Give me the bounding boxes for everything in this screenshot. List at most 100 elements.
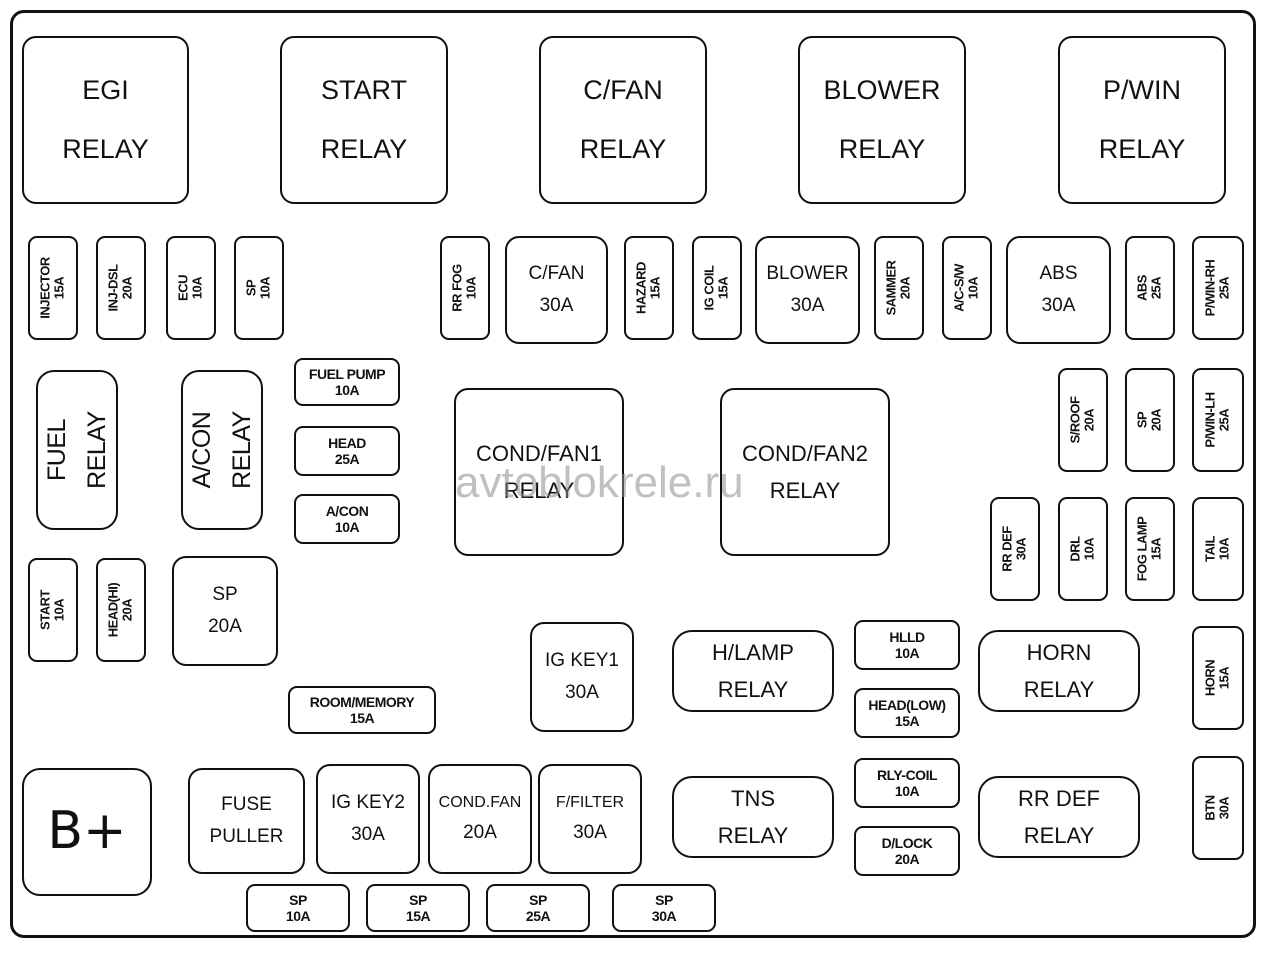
relay-name: FUEL [43, 419, 71, 481]
fuse-name: TAIL [1202, 536, 1218, 562]
fuse-name: RR FOG [449, 264, 465, 312]
fuse-name: INJ-DSL [105, 264, 121, 312]
fuse-name: HEAD(LOW) [868, 696, 946, 713]
fuse-rating: 20A [208, 616, 242, 637]
fuse-spare-25a: SP 25A [486, 884, 590, 932]
fuse-name: BTN [1202, 795, 1218, 821]
fuse-puller: FUSE PULLER [188, 768, 305, 874]
fuse-name: A/CON [325, 502, 369, 519]
fuse-rating: 10A [1217, 537, 1232, 561]
fuse-rating: 30A [651, 908, 677, 924]
fuse-ig-key1: IG KEY1 30A [530, 622, 634, 732]
fuse-rating: 15A [716, 276, 731, 300]
rr-def-relay: RR DEF RELAY [978, 776, 1140, 858]
relay-name: COND/FAN1 [476, 440, 602, 466]
fuse-sp-20a: SP 20A [172, 556, 278, 666]
fuse-rating: 25A [1217, 408, 1232, 432]
fuse-rating: 15A [894, 713, 920, 729]
relay-name: A/CON [188, 411, 216, 489]
fuse-name: HEAD [328, 434, 366, 451]
fuse-name: HEAD(HI) [105, 582, 121, 638]
relay-name: H/LAMP [712, 639, 794, 665]
fuse-rating: 20A [894, 851, 920, 867]
fuse-box-outline [10, 10, 1256, 938]
relay-label: RELAY [1023, 677, 1095, 702]
fuse-name: START [37, 590, 53, 630]
fuse-name: D/LOCK [881, 834, 933, 851]
fuse-rating: 15A [405, 908, 431, 924]
fuse-head-hi: HEAD(HI)20A [96, 558, 146, 662]
fuse-name: SP [409, 891, 427, 908]
fuse-rating: 10A [894, 783, 920, 799]
fuse-rating: 10A [894, 645, 920, 661]
fuse-rating: 15A [1217, 666, 1232, 690]
cond-fan1-relay: COND/FAN1 RELAY [454, 388, 624, 556]
fuse-name: DRL [1067, 536, 1083, 562]
fuse-cond-fan: COND.FAN 20A [428, 764, 532, 874]
relay-label: RELAY [1098, 134, 1186, 164]
fuse-rating: 10A [190, 276, 205, 300]
fuse-acon-10a: A/CON 10A [294, 494, 400, 544]
cfan-relay: C/FAN RELAY [539, 36, 707, 204]
fuse-rating: 20A [898, 276, 913, 300]
relay-label: RELAY [62, 134, 149, 164]
fuse-rating: 30A [351, 824, 385, 845]
fuse-spare-15a: SP 15A [366, 884, 470, 932]
fuse-name: IG KEY2 [331, 792, 405, 814]
fuse-name: F/FILTER [555, 793, 625, 811]
fuse-head-low: HEAD(LOW) 15A [854, 688, 960, 738]
fuse-rating: 10A [334, 382, 360, 398]
relay-label: RELAY [83, 411, 111, 489]
fuse-name: IG KEY1 [545, 650, 619, 672]
fuse-name: ROOM/MEMORY [309, 693, 415, 710]
fuse-rating: 10A [52, 598, 67, 622]
relay-name: BLOWER [823, 74, 941, 105]
fuse-name: ECU [175, 275, 191, 301]
relay-name: HORN [1026, 639, 1092, 665]
relay-label: RELAY [717, 823, 789, 848]
relay-label: RELAY [838, 134, 926, 164]
fuse-rating: 25A [1217, 276, 1232, 300]
fuse-name: A/C-S/W [951, 264, 967, 312]
fuse-rating: 20A [463, 822, 497, 844]
fuse-rating: 15A [349, 710, 375, 726]
fuse-name: SP [289, 891, 307, 908]
tns-relay: TNS RELAY [672, 776, 834, 858]
fuse-rating: 30A [1217, 796, 1232, 820]
fuse-name: FUEL PUMP [308, 365, 386, 382]
fuse-hlld: HLLD 10A [854, 620, 960, 670]
fuse-name: SP [1134, 411, 1150, 429]
cond-fan2-relay: COND/FAN2 RELAY [720, 388, 890, 556]
relay-name: RR DEF [1018, 785, 1100, 811]
relay-name: P/WIN [1103, 74, 1181, 105]
fuse-name: S/ROOF [1067, 396, 1083, 444]
fuse-name: HAZARD [633, 262, 649, 314]
fuse-name: FOG LAMP [1134, 516, 1150, 582]
fuse-blower-30a: BLOWER 30A [755, 236, 860, 344]
relay-name: COND/FAN2 [742, 440, 868, 466]
fuse-rating: 10A [464, 276, 479, 300]
fuse-rating: 30A [1041, 295, 1076, 316]
fuse-rating: 20A [1149, 408, 1164, 432]
relay-name: EGI [82, 74, 129, 105]
fuse-name: ABS [1134, 275, 1150, 301]
relay-label: RELAY [579, 134, 667, 164]
fuse-spare-30a: SP 30A [612, 884, 716, 932]
fuse-name: P/WIN-RH [1202, 259, 1218, 317]
fuse-name: RLY-COIL [876, 766, 938, 783]
